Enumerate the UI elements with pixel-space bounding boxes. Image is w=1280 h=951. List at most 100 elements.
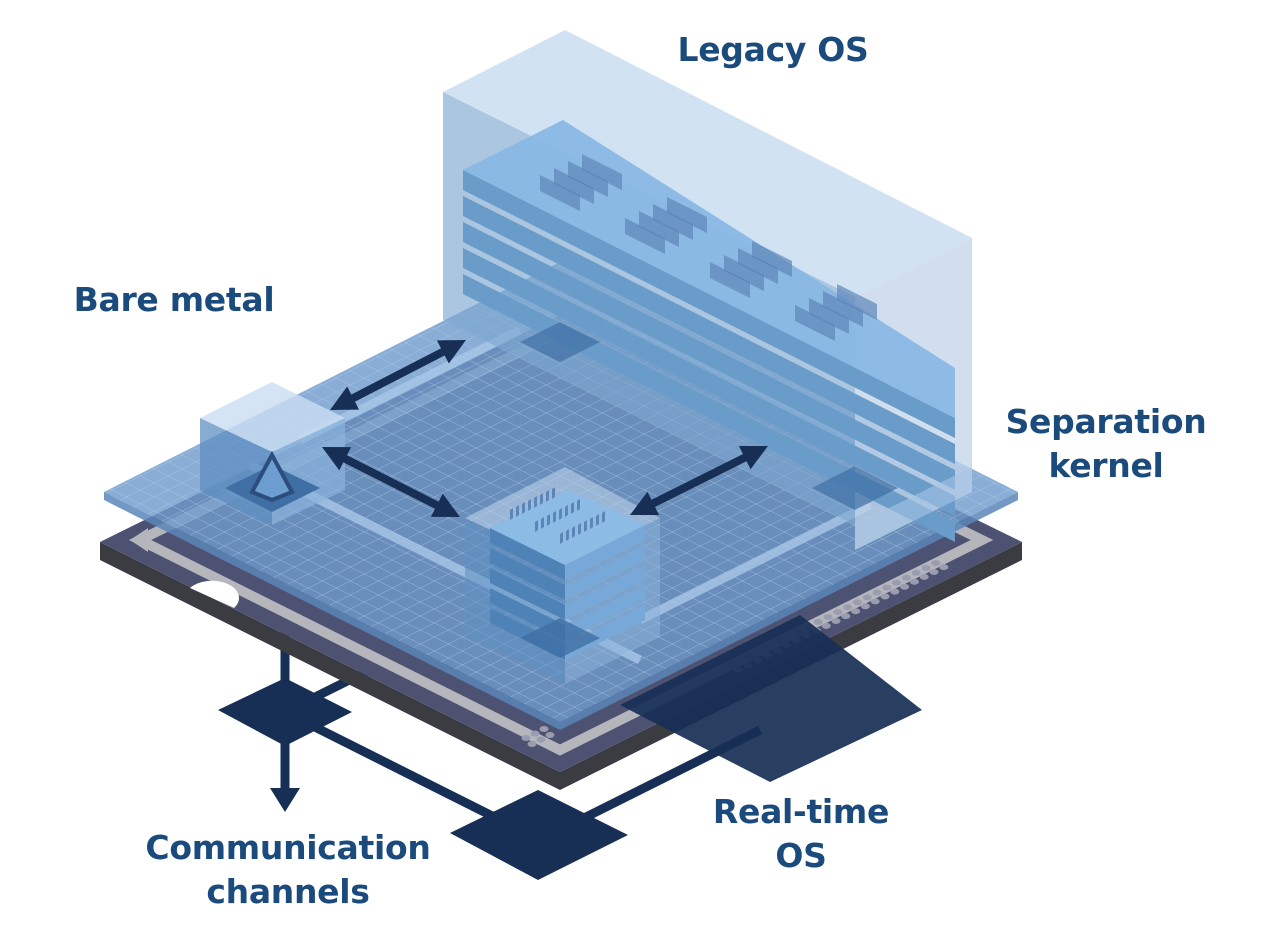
rtos-layer-left (490, 548, 565, 600)
connection-arrows (322, 340, 768, 517)
contact-dot (939, 564, 949, 571)
window-panel-icon (554, 168, 594, 204)
contact-dot (833, 609, 843, 616)
heatsink-fin-icon (584, 520, 587, 532)
contact-dot (901, 574, 911, 581)
arrow-rtos-legacy-shaft (644, 450, 754, 511)
heatsink-fin-icon (547, 514, 550, 526)
heatsink-fin-icon (559, 508, 562, 520)
arrowhead-icon (436, 340, 466, 364)
pyramid-icon (249, 450, 295, 503)
contact-dot (860, 603, 870, 610)
legacy-layer-face (463, 222, 955, 490)
contact-dot (821, 622, 831, 629)
separation-kernel-label: Separation kernel (1005, 402, 1207, 485)
contact-dot (530, 730, 540, 737)
contact-dot (813, 618, 823, 625)
rtos-layer-left (490, 528, 565, 580)
heatsink-fin-icon (552, 487, 555, 499)
contact-dot (851, 608, 861, 615)
heatsink-fin-icon (571, 502, 574, 514)
window-panel-icon (809, 298, 849, 334)
rtos-layer-right (565, 585, 645, 640)
contact-dot (892, 579, 902, 586)
contact-dot (929, 569, 939, 575)
channel-pad-left (218, 678, 352, 746)
bare-metal-cube-top (200, 382, 345, 452)
rtos-layer-right (565, 605, 645, 660)
rtos-layer-right (565, 565, 645, 620)
heatsink-fin-icon (534, 496, 537, 508)
legacy-foot-left (520, 322, 600, 362)
heatsink-fin-icon (566, 529, 569, 541)
arrow-bare-legacy-shaft (344, 344, 452, 406)
contact-dot (841, 613, 851, 620)
contact-dot (831, 618, 841, 624)
heatsink-fin-icon (516, 505, 519, 517)
rtos-layer-right (565, 525, 645, 580)
heatsink-fin-icon (535, 520, 538, 532)
window-panel-icon (667, 197, 707, 233)
channel-arrow-down-icon (270, 788, 300, 812)
bare-metal-partition (200, 382, 345, 525)
kernel-divider (637, 500, 873, 625)
window-panel-icon (568, 161, 608, 197)
contact-dot (862, 594, 872, 601)
heatsink-fin-icon (522, 502, 525, 514)
legacy-layer-face (463, 196, 955, 464)
heatsink-fin-icon (590, 517, 593, 529)
contact-dot (882, 584, 892, 591)
legacy-outer-front (855, 467, 972, 550)
contact-dot (843, 604, 853, 611)
heatsink-fin-icon (565, 505, 568, 517)
heatsink-fin-icon (577, 499, 580, 511)
heatsink-fin-icon (540, 493, 543, 505)
heatsink-fin-icon (578, 523, 581, 535)
contact-dot (909, 578, 919, 585)
rtos-layers (490, 487, 645, 660)
real-time-os-label: Real-time OS (712, 792, 890, 875)
legacy-os-partition (443, 30, 972, 550)
heatsink-fin-icon (546, 490, 549, 502)
chip-notch (190, 580, 240, 608)
rtos-layer-right (565, 545, 645, 600)
window-panel-icon (738, 248, 778, 284)
chip-corner-marker-icon (130, 528, 148, 552)
communication-channels-label: Communication channels (145, 828, 431, 911)
contact-dot (900, 583, 910, 590)
window-panel-icon (625, 218, 665, 254)
heatsink-fin-icon (602, 511, 605, 523)
legacy-foot-right (812, 466, 898, 510)
heatsink-fin-icon (541, 517, 544, 529)
contact-dot (539, 726, 549, 732)
contact-dot (921, 565, 931, 571)
arrow-bare-rtos-shaft (336, 451, 446, 513)
real-time-os-partition (465, 467, 660, 683)
real-time-os-pad (620, 615, 922, 782)
arrowhead-icon (322, 447, 352, 471)
contact-dot (911, 569, 921, 576)
window-panel-icon (823, 291, 863, 327)
heatsink-fin-icon (553, 511, 556, 523)
contact-dot (545, 732, 555, 738)
contact-dot (536, 736, 546, 743)
arrowhead-icon (430, 493, 460, 517)
window-panel-icon (540, 175, 580, 211)
contact-dot (919, 573, 929, 580)
heatsink-fin-icon (560, 532, 563, 544)
window-panel-icon (724, 255, 764, 291)
legacy-outer-top (443, 30, 972, 297)
window-panel-icon (653, 204, 693, 240)
rtos-layer-left (490, 568, 565, 620)
contact-dot (852, 599, 862, 606)
arrowhead-icon (630, 491, 660, 515)
window-panel-icon (752, 241, 792, 277)
arrowhead-icon (330, 386, 360, 410)
contact-dot (931, 560, 941, 567)
contact-dot (872, 589, 882, 596)
contact-dot (823, 614, 833, 620)
contact-dot (880, 593, 890, 600)
bare-metal-label: Bare metal (73, 280, 275, 319)
contact-dot (870, 598, 880, 605)
